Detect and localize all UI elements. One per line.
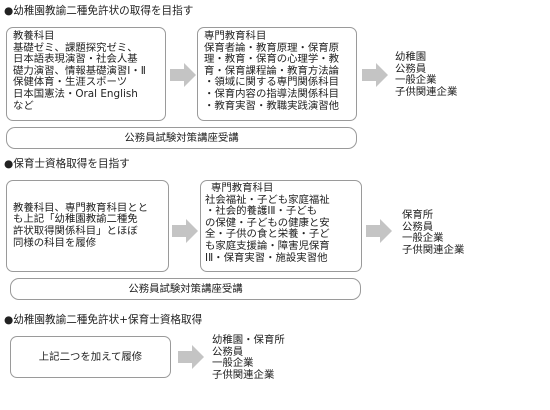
outcome-item: 公務員 xyxy=(402,220,434,233)
specialized-courses-line: ・領域に関する専門関係科目 xyxy=(204,76,340,89)
general-courses-line: 保健体育・生涯スポーツ xyxy=(13,76,128,89)
right-arrow-icon xyxy=(170,63,196,87)
specialized-courses-line: 保育者論・教育原理・保育原 xyxy=(204,41,340,54)
outcome-item: 一般企業 xyxy=(402,232,444,245)
outcome-item: 保育所 xyxy=(402,209,434,221)
right-arrow-icon xyxy=(366,219,392,243)
section-3-heading: ●幼稚園教諭二種免許状+保育士資格取得 xyxy=(4,314,203,326)
outcome-item: 公務員 xyxy=(395,62,427,75)
general-courses-line: も上記「幼稚園教諭二種免 xyxy=(13,213,138,226)
section-1-heading: ●幼稚園教諭二種免許状の取得を目指す xyxy=(4,5,194,17)
right-arrow-icon xyxy=(172,219,198,243)
specialized-courses-line: ・保育内容の指導法関係科目 xyxy=(204,87,340,100)
outcome-item: 一般企業 xyxy=(212,357,254,370)
outcome-item: 子供関連企業 xyxy=(395,85,458,98)
section-1-outcomes: 幼稚園 公務員 一般企業 子供関連企業 xyxy=(395,51,458,98)
right-arrow-icon xyxy=(178,345,204,369)
general-courses-title: 教養科目 xyxy=(13,30,55,42)
general-courses-line: 同様の科目を履修 xyxy=(13,236,97,249)
specialized-courses-line: ⅠⅡ・保育実習・施設実習他 xyxy=(205,251,328,264)
section-2-general-courses-box: 教養科目、専門教育科目とと も上記「幼稚園教諭二種免 許状取得関係科目」とほぼ … xyxy=(6,180,169,272)
general-courses-line: 許状取得関係科目」とほぼ xyxy=(13,225,138,237)
general-courses-line: など xyxy=(13,99,34,112)
section-3-combined-courses-box: 上記二つを加えて履修 xyxy=(10,336,171,378)
specialized-courses-line: ・教育実習・教職実践演習他 xyxy=(204,99,340,112)
outcome-item: 公務員 xyxy=(212,345,244,358)
specialized-courses-title: 専門教育科目 xyxy=(204,30,267,42)
outcome-item: 子供関連企業 xyxy=(212,368,275,381)
section-1-general-courses-box: 教養科目 基礎ゼミ、課題探究ゼミ、 日本語表現演習・社会人基 礎力演習、情報基礎… xyxy=(6,27,166,121)
section-2-heading: ●保育士資格取得を目指す xyxy=(4,158,130,170)
specialized-courses-line: ・社会的養護ⅠⅡ・子ども xyxy=(205,205,318,218)
general-courses-line: 礎力演習、情報基礎演習Ⅰ・Ⅱ xyxy=(13,64,146,77)
general-courses-line: 日本国憲法・Oral English xyxy=(13,87,138,100)
general-courses-line: 日本語表現演習・社会人基 xyxy=(13,53,138,66)
specialized-courses-line: 育・保育課程論・教育方法論 xyxy=(204,64,340,77)
specialized-courses-title: 専門教育科目 xyxy=(211,182,274,194)
specialized-courses-line: 社会福祉・子ども家庭福祉 xyxy=(205,193,330,206)
specialized-courses-line: も家庭支援論・障害児保育 xyxy=(205,239,330,252)
section-2-outcomes: 保育所 公務員 一般企業 子供関連企業 xyxy=(402,209,465,256)
general-courses-line: 基礎ゼミ、課題探究ゼミ、 xyxy=(13,41,138,54)
section-2-specialized-courses-box: 専門教育科目 社会福祉・子ども家庭福祉 ・社会的養護ⅠⅡ・子ども の保健・子ども… xyxy=(200,180,362,272)
section-1-exam-prep-pill: 公務員試験対策講座受講 xyxy=(6,127,357,149)
combined-courses-text: 上記二つを加えて履修 xyxy=(38,351,143,363)
specialized-courses-line: 理・教育・保育の心理学・教 xyxy=(204,53,340,66)
general-courses-line: 教養科目、専門教育科目とと xyxy=(13,201,149,214)
section-2-exam-prep-pill: 公務員試験対策講座受講 xyxy=(10,278,361,300)
section-3-outcomes: 幼稚園・保育所 公務員 一般企業 子供関連企業 xyxy=(212,334,285,381)
outcome-item: 幼稚園 xyxy=(395,51,427,63)
right-arrow-icon xyxy=(362,63,388,87)
specialized-courses-line: 全・子供の食と栄養・子ど xyxy=(205,228,330,241)
specialized-courses-line: の保健・子どもの健康と安 xyxy=(205,216,330,229)
outcome-item: 幼稚園・保育所 xyxy=(212,334,285,346)
outcome-item: 子供関連企業 xyxy=(402,243,465,256)
outcome-item: 一般企業 xyxy=(395,74,437,87)
section-1-specialized-courses-box: 専門教育科目 保育者論・教育原理・保育原 理・教育・保育の心理学・教 育・保育課… xyxy=(197,27,357,121)
